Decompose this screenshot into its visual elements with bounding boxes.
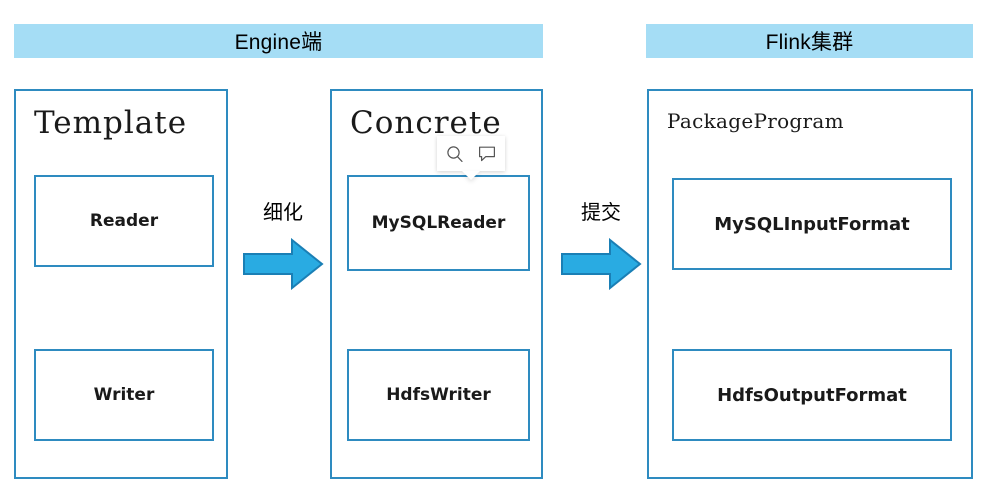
panel-package-title: PackageProgram <box>667 109 844 133</box>
right-arrow-icon-refine <box>243 238 324 290</box>
box-reader[interactable]: Reader <box>34 175 214 267</box>
transition-refine-label: 细化 <box>263 202 303 224</box>
panel-concrete-title: Concrete <box>350 105 502 141</box>
comment-icon[interactable] <box>477 144 497 164</box>
transition-submit-label: 提交 <box>581 202 621 224</box>
panel-template-title: Template <box>34 105 188 141</box>
box-writer[interactable]: Writer <box>34 349 214 441</box>
popup-caret-icon <box>462 171 480 180</box>
header-flink: Flink集群 <box>646 24 973 58</box>
box-mysqlinputformat[interactable]: MySQLInputFormat <box>672 178 952 270</box>
icon-popup-toolbar[interactable] <box>437 136 505 180</box>
box-hdfsoutputformat[interactable]: HdfsOutputFormat <box>672 349 952 441</box>
transition-submit: 提交 <box>558 196 644 292</box>
box-mysqlreader[interactable]: MySQLReader <box>347 175 530 271</box>
panel-package: PackageProgram MySQLInputFormat HdfsOutp… <box>647 89 973 479</box>
box-hdfswriter[interactable]: HdfsWriter <box>347 349 530 441</box>
panel-concrete: Concrete MySQLReader HdfsWriter <box>330 89 793 479</box>
header-engine: Engine端 <box>14 24 543 58</box>
transition-refine: 细化 <box>240 196 326 292</box>
panel-template: Template Reader Writer <box>14 89 228 479</box>
search-icon[interactable] <box>445 144 465 164</box>
right-arrow-icon-submit <box>561 238 642 290</box>
